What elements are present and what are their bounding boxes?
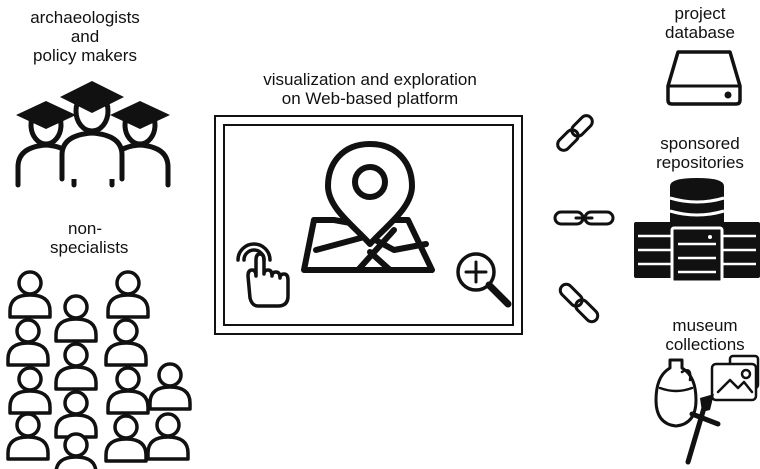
museum-label-line2: collections <box>665 335 745 354</box>
crowd-person-8 <box>106 366 150 415</box>
crowd-person-2 <box>106 270 150 319</box>
crowd-person-13 <box>54 432 98 469</box>
crowd-person-12 <box>104 414 148 463</box>
touch-hand-icon <box>236 242 290 308</box>
platform-title-line1: visualization and exploration <box>263 70 477 89</box>
public-label-line2: specialists <box>50 238 129 257</box>
platform-title: visualization and exploration on Web-bas… <box>230 70 510 108</box>
server-right <box>718 222 760 278</box>
vase-and-pictures-icon <box>654 354 760 465</box>
chain-link-icon-top <box>556 114 594 152</box>
crowd-person-1 <box>8 270 52 319</box>
graduation-cap-people-icon <box>15 81 171 188</box>
experts-label-line2: and <box>70 27 100 46</box>
crowd-person-3 <box>54 294 98 343</box>
magnifier-plus-icon <box>456 252 512 308</box>
database-cylinder <box>669 178 725 232</box>
platform-screen-inner <box>223 124 514 326</box>
server-left <box>634 222 676 278</box>
crowd-person-7 <box>8 366 52 415</box>
museum-label: museum collections <box>650 316 760 354</box>
crowd-person-4 <box>6 318 50 367</box>
crowd-people-icon <box>6 270 192 469</box>
crowd-person-10 <box>54 390 98 439</box>
repositories-label-line2: repositories <box>656 153 744 172</box>
server-center <box>670 226 724 284</box>
museum-label-line1: museum <box>672 316 738 335</box>
public-label-line1: non- <box>67 219 103 238</box>
experts-label: archaeologists and policy makers <box>10 8 160 65</box>
map-pin-icon <box>301 141 435 273</box>
server-stack-icon <box>634 178 760 284</box>
database-label-line2: database <box>665 23 735 42</box>
chain-link-icon-middle <box>553 210 615 226</box>
hard-drive-icon <box>666 50 742 106</box>
graduate-person-center <box>59 81 125 182</box>
database-label-line1: project <box>674 4 726 23</box>
crowd-person-9 <box>148 362 192 411</box>
experts-label-line1: archaeologists <box>30 8 140 27</box>
amphora-vase <box>654 358 698 428</box>
crowd-person-11 <box>6 412 50 461</box>
crowd-person-6 <box>54 342 98 391</box>
crowd-person-5 <box>104 318 148 367</box>
trowel-tool <box>685 394 721 465</box>
pin-hole <box>352 164 388 200</box>
repositories-label-line1: sponsored <box>660 134 740 153</box>
repositories-label: sponsored repositories <box>640 134 760 172</box>
picture-frame-front <box>710 362 758 402</box>
crowd-person-14 <box>146 412 190 461</box>
experts-label-line3: policy makers <box>33 46 137 65</box>
platform-screen-frame <box>214 115 523 335</box>
chain-link-icon-bottom <box>558 282 600 324</box>
platform-title-line2: on Web-based platform <box>281 89 459 108</box>
public-label: non- specialists <box>50 219 129 257</box>
database-label: project database <box>650 4 750 42</box>
